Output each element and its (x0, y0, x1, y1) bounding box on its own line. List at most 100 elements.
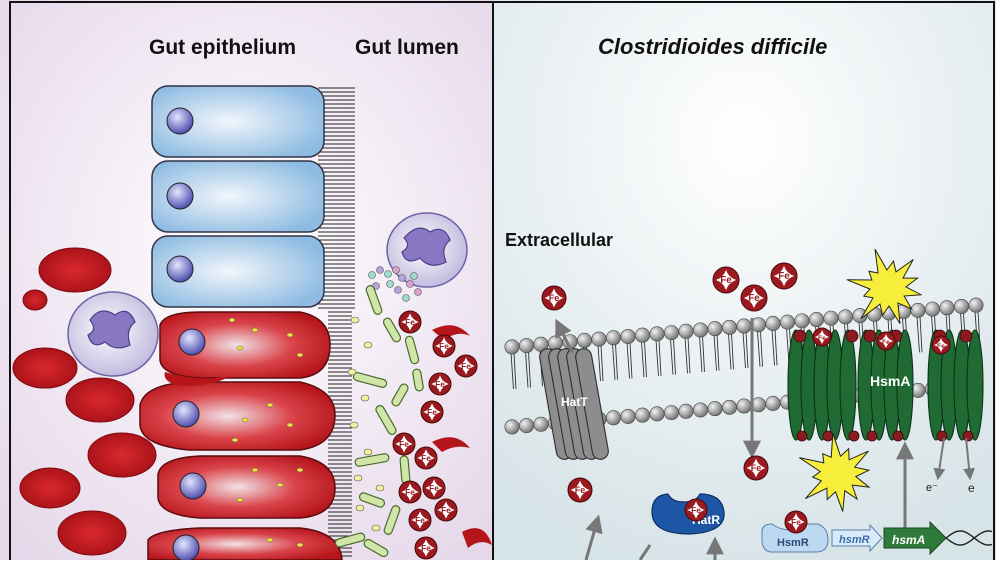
hsmR-gene-label: hsmR (839, 534, 870, 546)
iron-label: Fe (429, 483, 439, 493)
iron-label: Fe (748, 293, 760, 304)
heme-ring (878, 333, 894, 349)
epithelial-cell-healthy (151, 160, 325, 233)
lipid-head (794, 313, 810, 329)
heme-ring (431, 375, 449, 393)
bound-heme (822, 430, 834, 442)
lipid-tail (742, 332, 746, 369)
lipid-head (721, 399, 737, 415)
iron-label: Fe (882, 339, 890, 346)
red-blood-cell-icon (65, 377, 135, 423)
bacterium-rod (365, 285, 383, 315)
granule (266, 402, 274, 408)
heme-ring (395, 435, 413, 453)
dna-helix-icon (945, 530, 993, 546)
iron-label: Fe (461, 361, 471, 371)
clostridioides-rods (334, 285, 424, 558)
iron-label: Fe (691, 505, 701, 515)
iron-label: Fe (441, 505, 451, 515)
red-blood-cells (12, 247, 492, 556)
lipid-tail (684, 337, 688, 374)
heme-ring (715, 269, 737, 291)
hsmR-gene-arrow (831, 523, 883, 553)
lipid-tail (655, 339, 659, 376)
electron-arrow (933, 437, 946, 481)
lipid-head (765, 315, 781, 331)
lipid-tail (641, 341, 645, 378)
heme-ring (933, 337, 949, 353)
lipid-tail (673, 338, 676, 375)
lipid-head (620, 328, 636, 344)
lipid-tail (658, 339, 662, 376)
granule (228, 317, 236, 323)
granule (414, 288, 422, 296)
nucleus (178, 328, 206, 356)
damaged-epithelial-cells (139, 311, 343, 562)
spore (353, 474, 363, 482)
heme-ring (570, 480, 590, 500)
right-panel-background (493, 0, 996, 560)
granule (266, 537, 274, 543)
bound-heme (962, 430, 974, 442)
bacterium-rod (391, 383, 409, 407)
iron-label: Fe (575, 485, 586, 495)
lipid-head (663, 405, 679, 421)
lipid-tail (771, 329, 775, 366)
lipid-tail (670, 338, 674, 375)
bacterium-rod (375, 405, 397, 435)
lipid-tail (728, 333, 732, 370)
lipid-tail (615, 343, 618, 380)
nucleus (166, 182, 194, 210)
epithelial-cell-damaged (159, 311, 331, 379)
hsmA-helix (839, 329, 857, 441)
heme-ring (417, 449, 435, 467)
hatT-label: HatT (561, 395, 588, 409)
iron-label: Fe (435, 379, 445, 389)
bacterium-rod (412, 368, 424, 392)
bacterium-rod (354, 453, 390, 467)
red-blood-cell-icon (38, 247, 112, 293)
lipid-head (808, 312, 824, 328)
lipid-head (910, 302, 926, 318)
lipid-head (721, 319, 737, 335)
iron-label: Fe (778, 271, 790, 282)
lipid-head (692, 322, 708, 338)
heme-ring (544, 288, 564, 308)
spore (347, 368, 357, 376)
hatT-transporter: HatT (539, 348, 609, 460)
spore (350, 316, 360, 324)
neutrophil-nucleus (401, 227, 451, 266)
lipid-head (504, 419, 520, 435)
lipid-head (649, 406, 665, 422)
red-blood-cell-icon (462, 528, 492, 548)
reactive-oxygen-burst-icon (846, 248, 923, 325)
electron-label: e⁻ (926, 482, 938, 494)
lipid-head (591, 331, 607, 347)
electron-label: e (968, 481, 975, 495)
lipid-tail (513, 352, 517, 389)
lipid-tail (612, 343, 616, 380)
heme-ring (423, 403, 441, 421)
lipid-head (765, 395, 781, 411)
hsmA-helix (966, 329, 984, 441)
export-arrow (555, 318, 574, 353)
transport-arrows (555, 318, 976, 561)
nucleus (179, 472, 207, 500)
granule (296, 467, 304, 473)
lipid-tail (525, 351, 529, 388)
lipid-tail (528, 351, 531, 388)
heme-ring (425, 479, 443, 497)
lipid-head (678, 323, 694, 339)
red-blood-cell-icon (87, 432, 157, 478)
bacterium-rod (399, 455, 411, 485)
granule (296, 542, 304, 548)
bound-heme (863, 329, 877, 343)
granule (286, 332, 294, 338)
nucleus (166, 107, 194, 135)
heme-ring (814, 329, 830, 345)
bacterium-rod (382, 317, 402, 343)
lipid-tail (626, 342, 630, 379)
lipid-head (968, 297, 984, 313)
